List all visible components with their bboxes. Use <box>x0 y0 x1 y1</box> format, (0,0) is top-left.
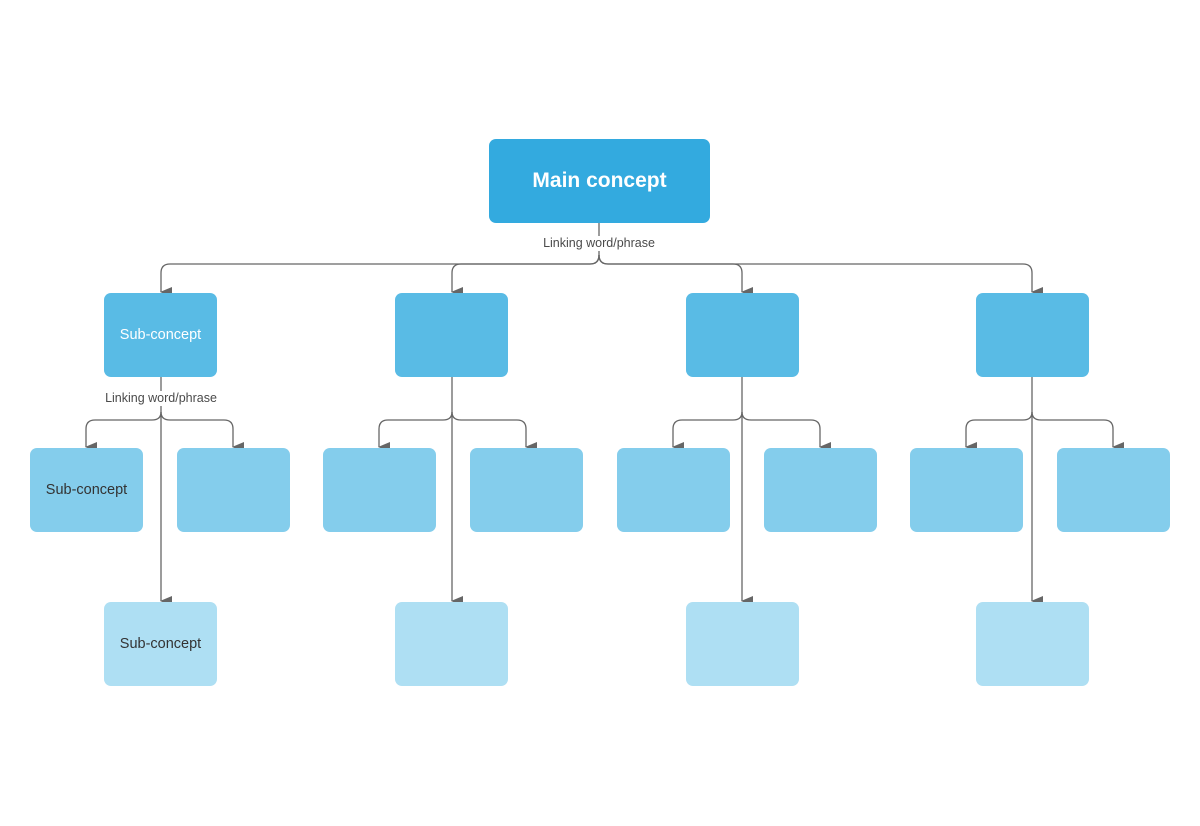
sub-concept-label-1c: Sub-concept <box>119 636 202 652</box>
sub-concept-label-1a: Sub-concept <box>45 482 128 498</box>
main-to-branch-1 <box>160 254 600 297</box>
branch-2-to-right-child <box>451 411 537 452</box>
sub-concept-node-2c[interactable] <box>395 602 508 686</box>
branch-1-to-left-child <box>85 411 162 452</box>
branch-2-to-left-child <box>378 411 453 452</box>
sub-concept-node-1[interactable]: Sub-concept <box>104 293 217 377</box>
sub-concept-node-3[interactable] <box>686 293 799 377</box>
branch-4-to-right-child <box>1031 411 1124 452</box>
sub-concept-node-2a[interactable] <box>323 448 436 532</box>
sub-concept-node-4a[interactable] <box>910 448 1023 532</box>
main-to-branch-4 <box>598 254 1043 297</box>
sub-concept-node-1c[interactable]: Sub-concept <box>104 602 217 686</box>
sub-concept-node-3b[interactable] <box>764 448 877 532</box>
sub-concept-node-2[interactable] <box>395 293 508 377</box>
main-to-branch-2 <box>451 254 600 297</box>
main-linking-label: Linking word/phrase <box>541 236 657 251</box>
branch-3-to-left-child <box>672 411 743 452</box>
branch-1-to-right-child <box>160 411 244 452</box>
sub-concept-node-4[interactable] <box>976 293 1089 377</box>
sub-concept-node-3a[interactable] <box>617 448 730 532</box>
branch-1-linking-label: Linking word/phrase <box>103 391 219 406</box>
sub-concept-node-1b[interactable] <box>177 448 290 532</box>
main-concept-node[interactable]: Main concept <box>489 139 710 223</box>
branch-4-to-left-child <box>965 411 1033 452</box>
branch-3-to-right-child <box>741 411 831 452</box>
sub-concept-node-1a[interactable]: Sub-concept <box>30 448 143 532</box>
main-concept-label: Main concept <box>532 169 667 192</box>
sub-concept-node-3c[interactable] <box>686 602 799 686</box>
main-to-branch-3 <box>598 254 753 297</box>
sub-concept-node-4b[interactable] <box>1057 448 1170 532</box>
sub-concept-node-4c[interactable] <box>976 602 1089 686</box>
sub-concept-node-2b[interactable] <box>470 448 583 532</box>
sub-concept-label-1: Sub-concept <box>119 327 202 343</box>
